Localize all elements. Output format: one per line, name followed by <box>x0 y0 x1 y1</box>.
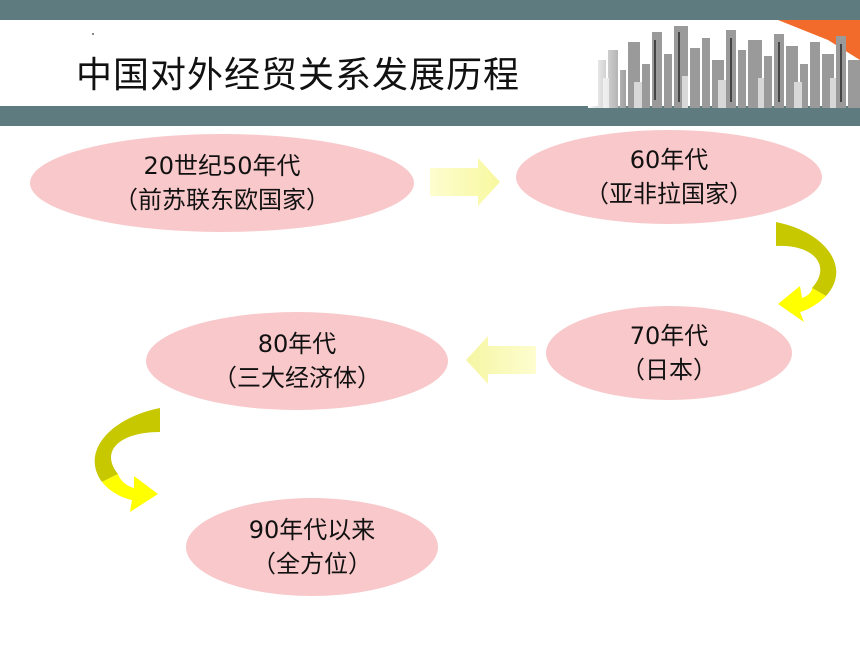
stage-4-oval: 80年代 （三大经济体） <box>146 312 448 410</box>
stage-1-partners: （前苏联东欧国家） <box>114 186 330 214</box>
page-title: 中国对外经贸关系发展历程 <box>76 55 521 96</box>
stage-2-partners: （亚非拉国家） <box>585 180 753 208</box>
header-bottom-bar <box>0 106 860 126</box>
stage-2-period: 60年代 <box>629 146 709 174</box>
stage-3-period: 70年代 <box>629 322 709 350</box>
decorative-dot <box>92 33 94 35</box>
curved-arrow-down-left-icon <box>776 222 837 322</box>
stage-4-period: 80年代 <box>257 330 337 358</box>
stage-5-partners: （全方位） <box>252 550 372 578</box>
header-top-bar <box>0 0 860 20</box>
stage-1-oval: 20世纪50年代 （前苏联东欧国家） <box>30 134 414 232</box>
stage-3-partners: （日本） <box>621 356 717 384</box>
curved-arrow-down-right-icon <box>94 408 160 512</box>
stage-4-partners: （三大经济体） <box>213 364 381 392</box>
arrow-right-icon <box>430 158 500 206</box>
arrow-left-icon <box>466 336 536 384</box>
stage-5-period: 90年代以来 <box>248 516 376 544</box>
stage-3-oval: 70年代 （日本） <box>546 306 792 400</box>
city-skyline-icon <box>588 20 860 108</box>
stage-2-oval: 60年代 （亚非拉国家） <box>516 130 822 224</box>
stage-5-oval: 90年代以来 （全方位） <box>186 498 438 596</box>
stage-1-period: 20世纪50年代 <box>143 152 301 180</box>
